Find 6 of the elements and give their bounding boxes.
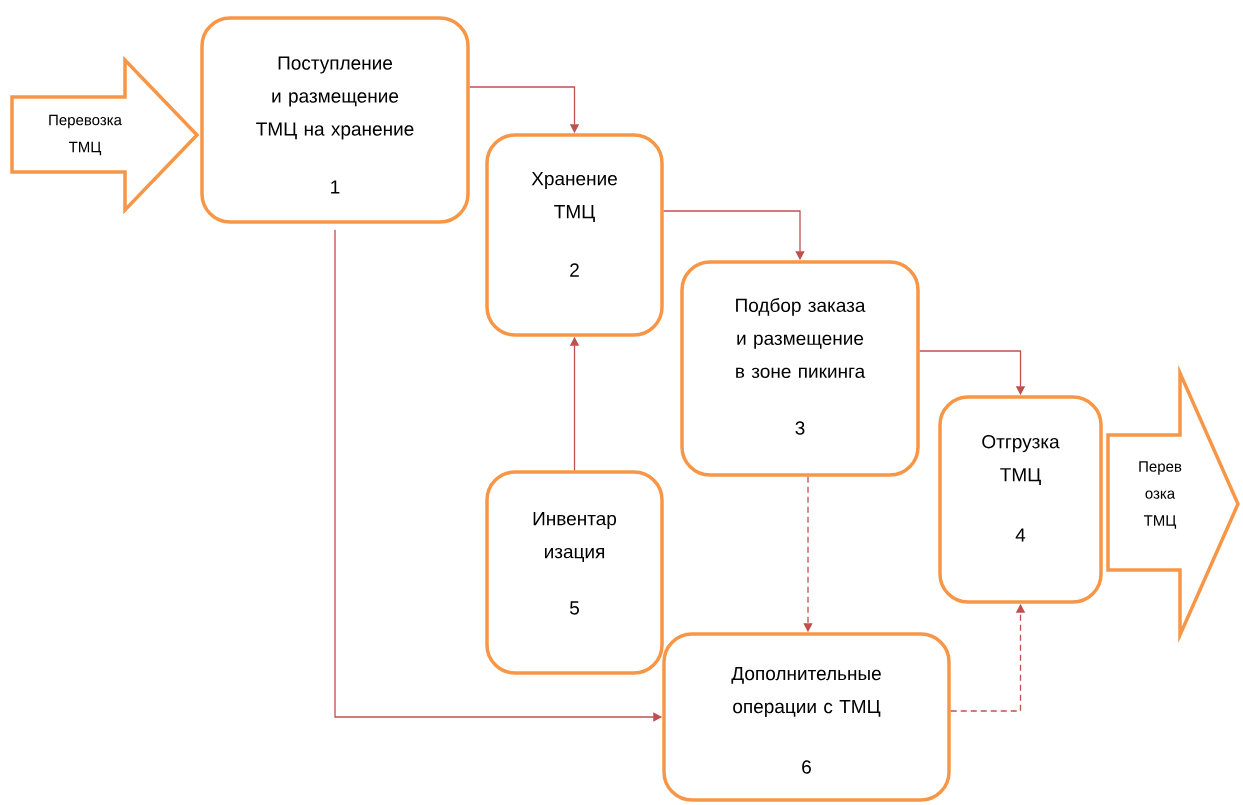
process-box: Дополнительные операции с ТМЦ 6	[662, 632, 951, 802]
process-box: Подбор заказа и размещение в зоне пикинга 3	[680, 260, 920, 477]
process-box: Инвентар изация 5	[485, 470, 664, 675]
process-box: Хранение ТМЦ 2	[485, 133, 664, 337]
process-box: Поступление и размещение ТМЦ на хранение 1	[200, 16, 470, 224]
process-box: Отгрузка ТМЦ 4	[938, 395, 1103, 604]
